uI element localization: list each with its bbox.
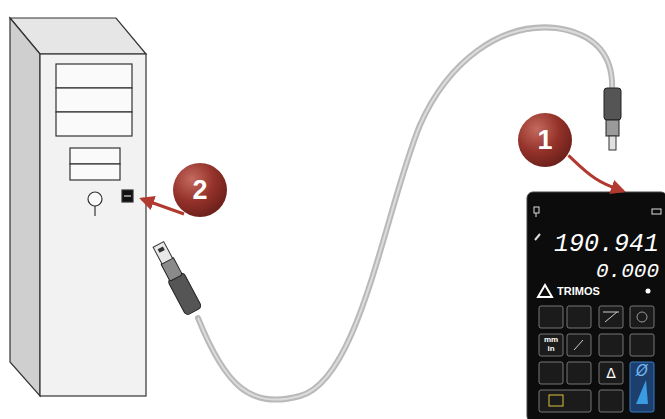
pc-tower [10,18,146,396]
display-text: mm [539,336,563,344]
display-text: in [539,345,563,353]
device-plug [604,88,621,150]
callout-number: 1 [517,112,573,168]
display-text: Ø [630,364,654,379]
callout-circle: 2 [172,162,228,218]
display-unit: 190.941 0.000TRIMOS mminΔØ [527,192,665,419]
trimos-display [527,192,665,419]
display-text: Δ [599,366,623,380]
callout-arrow [568,155,623,191]
usb-plug [150,240,202,316]
display-text: 0.000 [579,261,659,282]
callout-number: 2 [172,162,228,218]
display-text: TRIMOS [557,286,617,297]
display-text: 190.941 [549,232,659,257]
callout-circle: 1 [517,112,573,168]
